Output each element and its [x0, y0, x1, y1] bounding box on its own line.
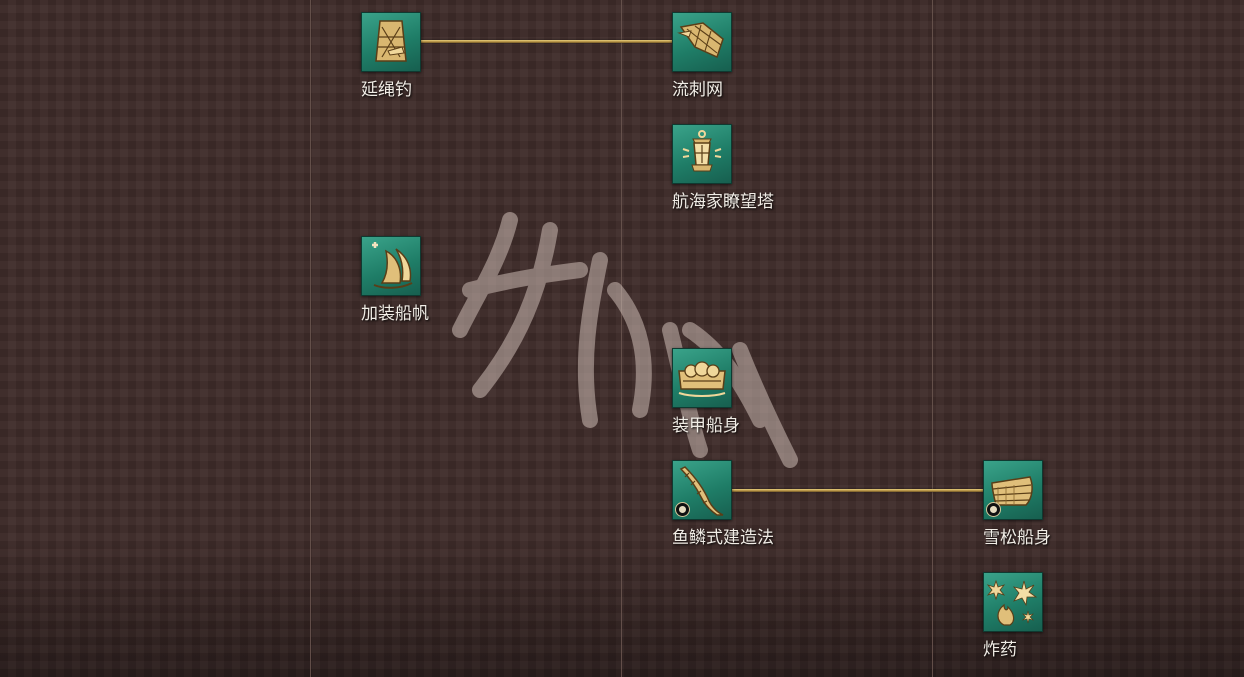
tech-node-armored-hull[interactable]: 装甲船身 [672, 348, 812, 436]
tech-node-longline[interactable]: 延绳钓 [361, 12, 501, 100]
tech-label: 航海家瞭望塔 [672, 192, 774, 212]
column-divider [310, 0, 311, 677]
tech-node-drift-net[interactable]: 流刺网 [672, 12, 812, 100]
tech-label: 装甲船身 [672, 416, 740, 436]
tech-node-clinker-building[interactable]: 鱼鳞式建造法 [672, 460, 812, 548]
armored-hull-icon[interactable] [672, 348, 732, 408]
lantern-icon[interactable] [672, 124, 732, 184]
tech-node-navigator-watchtower[interactable]: 航海家瞭望塔 [672, 124, 812, 212]
tech-label: 加装船帆 [361, 304, 429, 324]
tech-label: 雪松船身 [983, 528, 1051, 548]
tech-label: 鱼鳞式建造法 [672, 528, 774, 548]
tech-label: 炸药 [983, 640, 1017, 660]
ideology-badge-icon [986, 502, 1001, 517]
column-divider [621, 0, 622, 677]
drift-net-icon[interactable] [672, 12, 732, 72]
tech-node-extra-sails[interactable]: 加装船帆 [361, 236, 501, 324]
ideology-badge-icon [675, 502, 690, 517]
tech-node-cedar-hull[interactable]: 雪松船身 [983, 460, 1123, 548]
sail-icon[interactable] [361, 236, 421, 296]
cedar-hull-icon[interactable] [983, 460, 1043, 520]
connector-clinker-to-cedar [732, 489, 983, 492]
tech-node-gunpowder[interactable]: 炸药 [983, 572, 1123, 660]
explosion-icon[interactable] [983, 572, 1043, 632]
longline-net-icon[interactable] [361, 12, 421, 72]
tech-label: 延绳钓 [361, 80, 412, 100]
connector-longline-to-driftnet [421, 40, 672, 43]
keel-icon[interactable] [672, 460, 732, 520]
column-divider [932, 0, 933, 677]
tech-label: 流刺网 [672, 80, 723, 100]
